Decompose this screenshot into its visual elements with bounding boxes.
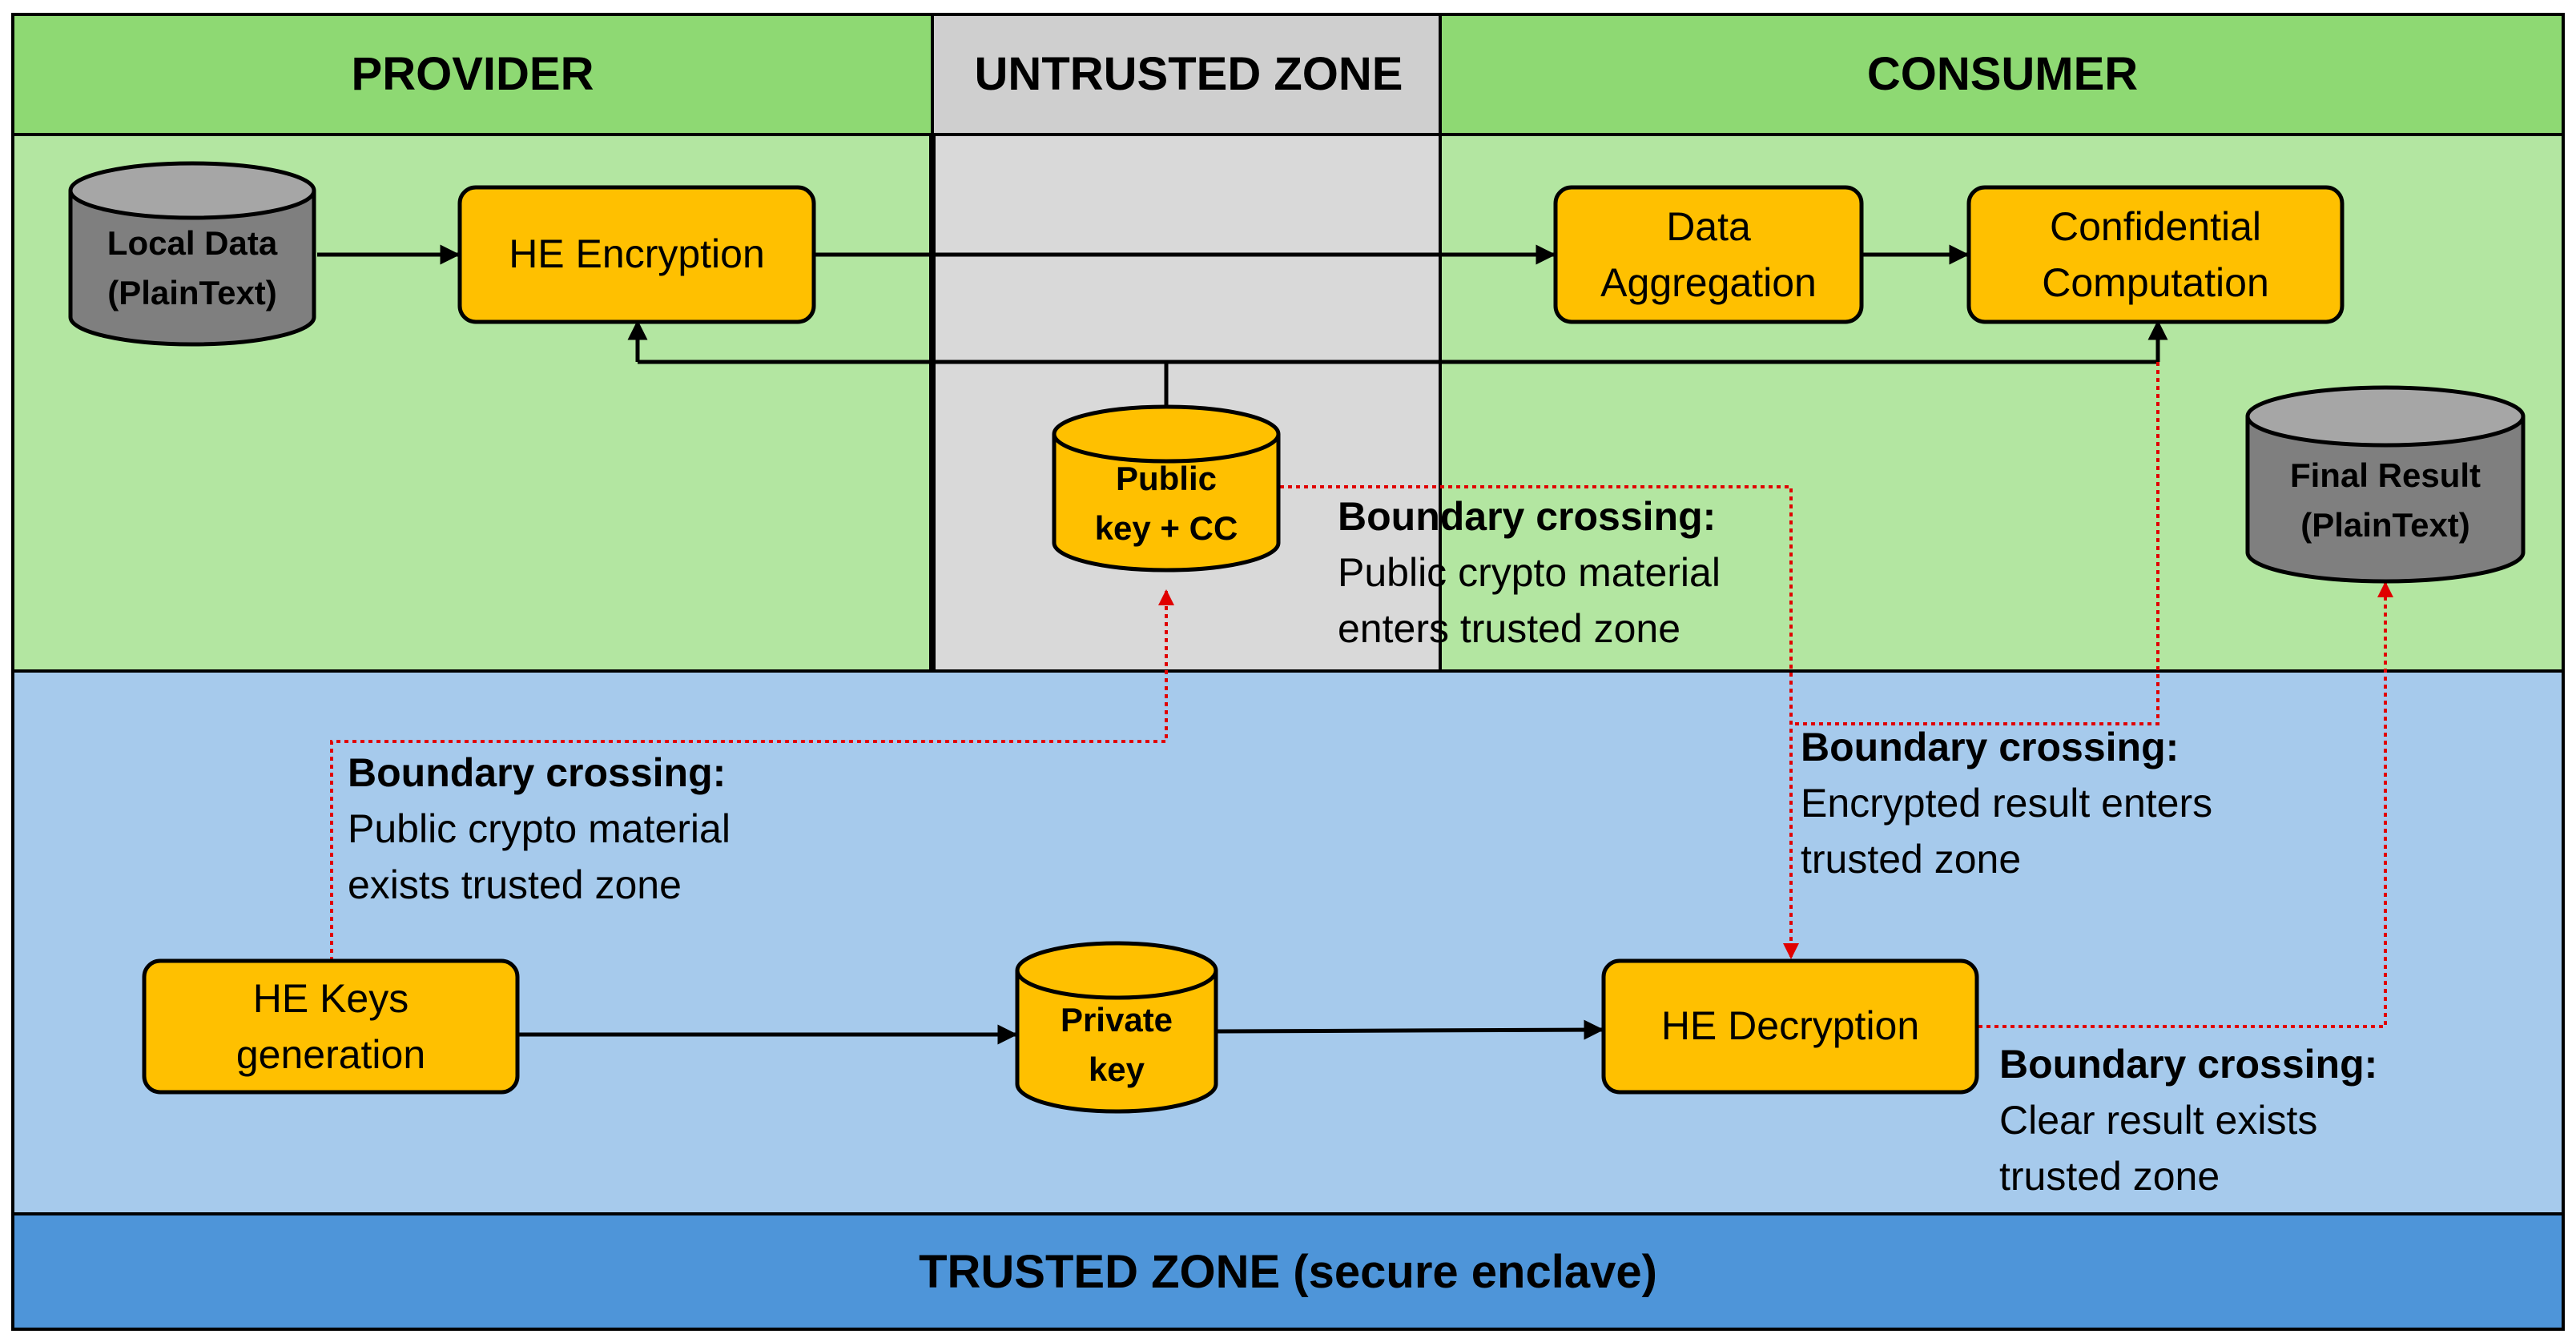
crossing-2-line-2: exists trusted zone bbox=[348, 862, 682, 907]
he-encryption-label: HE Encryption bbox=[509, 231, 765, 276]
process-confidential-computation[interactable]: Confidential Computation bbox=[1966, 185, 2345, 324]
boundary-connectors bbox=[330, 362, 2393, 1028]
final-result-line-2: (PlainText) bbox=[2300, 506, 2470, 544]
process-data-aggregation[interactable]: Data Aggregation bbox=[1553, 185, 1864, 324]
flow-connectors bbox=[317, 244, 2168, 1045]
crossing-4-title: Boundary crossing: bbox=[1999, 1042, 2377, 1087]
edge-privatekey-to-decryption bbox=[1215, 1019, 1604, 1040]
data-aggregation-line-1: Data bbox=[1666, 204, 1751, 249]
he-decryption-label: HE Decryption bbox=[1661, 1003, 1919, 1048]
untrusted-title: UNTRUSTED ZONE bbox=[975, 48, 1403, 100]
db-private-key[interactable]: Private key bbox=[1015, 941, 1218, 1114]
trusted-banner bbox=[11, 1212, 2565, 1331]
untrusted-zone bbox=[931, 133, 1442, 673]
annotation-crossing-2: Boundary crossing: Public crypto materia… bbox=[348, 750, 731, 907]
crossing-2-line-1: Public crypto material bbox=[348, 806, 731, 851]
final-result-line-1: Final Result bbox=[2290, 456, 2481, 494]
crossing-2-title: Boundary crossing: bbox=[348, 750, 726, 795]
crossing-4-line-2: trusted zone bbox=[1999, 1154, 2220, 1199]
public-key-line-2: key + CC bbox=[1095, 509, 1238, 547]
local-data-line-2: (PlainText) bbox=[107, 274, 277, 311]
db-local-data[interactable]: Local Data (PlainText) bbox=[68, 161, 316, 347]
annotation-crossing-4: Boundary crossing: Clear result exists t… bbox=[1999, 1042, 2377, 1199]
process-he-decryption[interactable]: HE Decryption bbox=[1601, 958, 1979, 1095]
process-he-encryption[interactable]: HE Encryption bbox=[457, 185, 816, 324]
he-keys-generation-line-2: generation bbox=[236, 1032, 425, 1077]
crossing-1-line-1: Public crypto material bbox=[1338, 550, 1721, 595]
trusted-title: TRUSTED ZONE (secure enclave) bbox=[919, 1246, 1657, 1298]
crossing-3-line-2: trusted zone bbox=[1801, 837, 2021, 882]
provider-title: PROVIDER bbox=[352, 48, 594, 100]
crossing-3-title: Boundary crossing: bbox=[1801, 725, 2179, 769]
crossing-3-line-1: Encrypted result enters bbox=[1801, 781, 2212, 826]
consumer-header bbox=[1439, 13, 2565, 136]
db-final-result[interactable]: Final Result (PlainText) bbox=[2245, 385, 2526, 584]
confidential-computation-line-1: Confidential bbox=[2050, 204, 2261, 249]
annotation-crossing-3: Boundary crossing: Encrypted result ente… bbox=[1801, 725, 2212, 882]
crossing-keygen-to-publickey bbox=[330, 589, 1174, 961]
crossing-computation-to-decryption bbox=[1791, 362, 2159, 725]
public-key-line-1: Public bbox=[1116, 460, 1217, 497]
crossing-4-line-1: Clear result exists bbox=[1999, 1098, 2317, 1143]
private-key-line-2: key bbox=[1089, 1051, 1145, 1088]
data-aggregation-line-2: Aggregation bbox=[1600, 260, 1817, 305]
he-keys-generation-line-1: HE Keys bbox=[253, 976, 409, 1021]
crossing-1-line-2: enters trusted zone bbox=[1338, 606, 1680, 651]
crossing-1-title: Boundary crossing: bbox=[1338, 494, 1716, 539]
untrusted-header bbox=[931, 13, 1442, 136]
crossing-publickey-to-decryption bbox=[1280, 485, 1799, 959]
consumer-title: CONSUMER bbox=[1867, 48, 2138, 100]
process-he-keys-generation[interactable]: HE Keys generation bbox=[142, 958, 520, 1095]
annotation-crossing-1: Boundary crossing: Public crypto materia… bbox=[1338, 494, 1721, 651]
private-key-line-1: Private bbox=[1061, 1001, 1173, 1039]
local-data-line-1: Local Data bbox=[107, 224, 278, 262]
db-public-key-cc[interactable]: Public key + CC bbox=[1052, 404, 1281, 573]
trusted-zone bbox=[11, 669, 2565, 1215]
confidential-computation-line-2: Computation bbox=[2042, 260, 2269, 305]
